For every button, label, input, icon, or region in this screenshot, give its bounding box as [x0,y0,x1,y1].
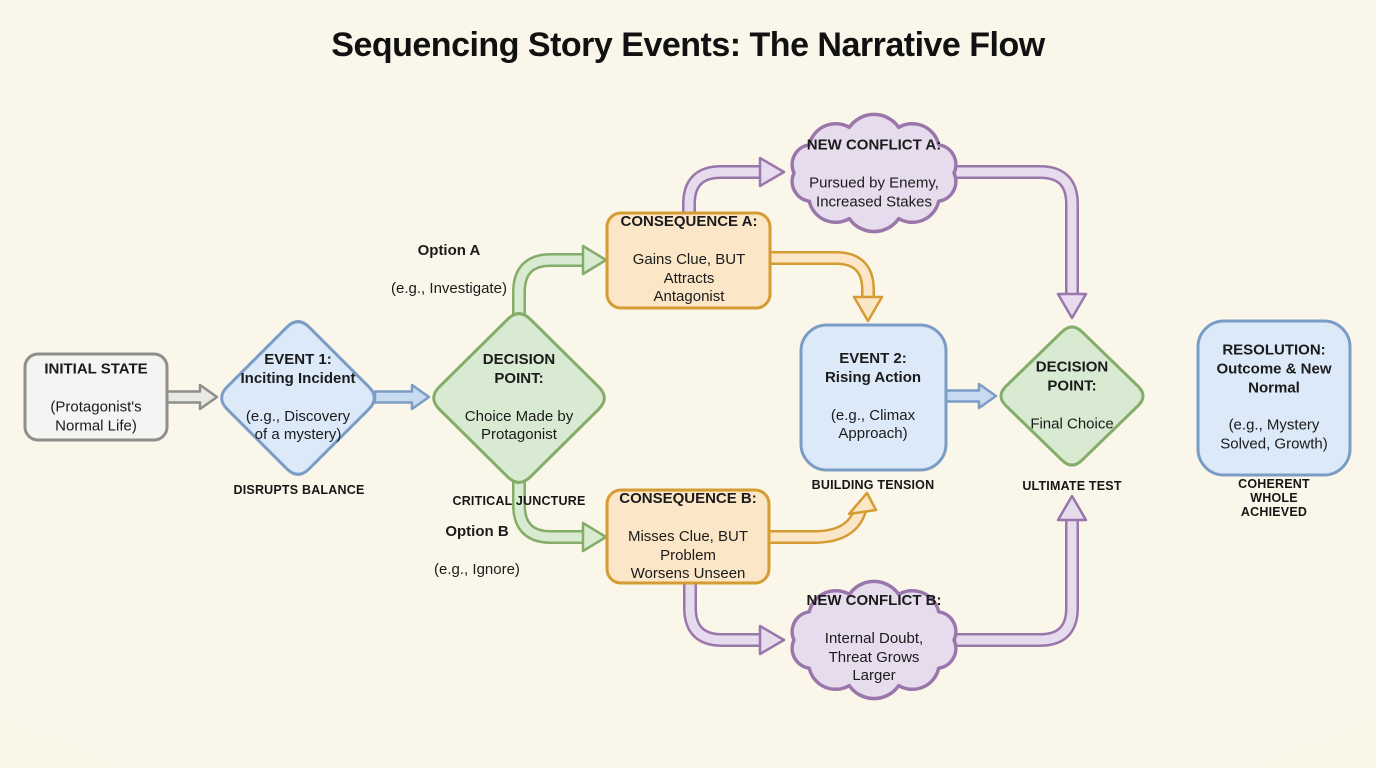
arrow-consA-to-event2-fill [765,253,873,297]
consequence-b-title: CONSEQUENCE B: [619,489,757,507]
decision1-diamond-shape [432,312,606,484]
conflict-b-cloud-shape [790,579,958,701]
arrow-event2-to-decision2-icon [940,382,998,410]
node-event-1: EVENT 1: Inciting Incident (e.g., Discov… [213,332,383,464]
caption-building-tension: BUILDING TENSION [811,478,935,492]
consequence-b-body: Misses Clue, BUT Problem Worsens Unseen [627,527,749,583]
caption-ultimate-test: ULTIMATE TEST [1022,479,1122,493]
option-a-title: Option A [417,241,481,259]
node-decision-2: DECISION POINT: Final Choice [1002,339,1142,452]
resolution-body: (e.g., Mystery Solved, Growth) [1220,416,1328,453]
initial-state-body: (Protagonist's Normal Life) [50,398,142,434]
resolution-shape [1196,319,1352,477]
arrow-conflictA-to-decision2-icon [950,165,1079,294]
caption-critical-juncture: CRITICAL JUNCTURE [452,494,586,508]
label-option-a: Option A (e.g., Investigate) [364,223,534,317]
arrow-consA-to-event2-head [852,295,884,323]
decision2-diamond-shape [999,325,1145,467]
conflict-a-title: NEW CONFLICT A: [806,136,942,154]
arrow-optionA-fill [514,255,583,316]
option-b-body: (e.g., Ignore) [434,560,520,578]
node-initial-state: INITIAL STATE (Protagonist's Normal Life… [21,341,171,454]
node-consequence-b: CONSEQUENCE B: Misses Clue, BUT Problem … [608,471,768,603]
consequence-b-shape [605,488,771,585]
arrow-conflictA-to-decision2-head [1056,292,1088,320]
arrow-consB-to-conflictB-fill [685,578,760,645]
consequence-a-shape [605,211,772,310]
conflict-b-title: NEW CONFLICT B: [806,591,942,609]
caption-disrupts-balance: DISRUPTS BALANCE [233,483,365,497]
node-new-conflict-a: NEW CONFLICT A: Pursued by Enemy, Increa… [789,117,959,230]
conflict-b-body: Internal Doubt, Threat Grows Larger [824,629,924,685]
node-event-2: EVENT 2: Rising Action (e.g., Climax App… [798,331,948,463]
option-b-title: Option B [445,522,509,540]
event2-body: (e.g., Climax Approach) [830,406,916,443]
arrow-optionB-fill [514,482,583,542]
decision1-title: DECISION POINT: [482,350,556,387]
event2-title: EVENT 2: Rising Action [824,349,922,386]
node-resolution: RESOLUTION: Outcome & New Normal (e.g., … [1199,322,1349,473]
arrow-optionA-head [581,244,608,276]
event1-body: (e.g., Discovery of a mystery) [245,407,351,444]
resolution-title: RESOLUTION: Outcome & New Normal [1216,341,1332,397]
consequence-a-body: Gains Clue, BUT Attracts Antagonist [632,250,746,306]
arrow-optionB-head [581,521,608,553]
caption-coherent-whole: COHERENT WHOLE ACHIEVED [1238,477,1310,519]
arrow-consB-to-conflictB-head [758,624,786,656]
label-option-b: Option B (e.g., Ignore) [402,504,552,598]
decision2-title: DECISION POINT: [1035,358,1109,395]
arrow-initial-to-event1-icon [164,383,219,411]
arrow-conflictB-to-decision2-head [1056,494,1088,522]
consequence-a-title: CONSEQUENCE A: [620,212,758,230]
conflict-a-body: Pursued by Enemy, Increased Stakes [809,174,939,210]
arrow-consB-to-event2-head [847,491,878,516]
arrow-consA-to-conflictA-head [758,156,786,188]
arrow-event1-to-decision1-icon [373,383,431,411]
arrow-conflictA-to-decision2-fill [950,167,1077,294]
initial-state-shape [23,352,169,442]
page-title: Sequencing Story Events: The Narrative F… [331,26,1045,64]
decision1-body: Choice Made by Protagonist [464,407,574,444]
event2-shape [799,323,948,472]
arrow-conflictB-to-decision2-fill [950,520,1077,645]
event1-diamond-shape [220,320,376,476]
initial-state-title: INITIAL STATE [44,360,148,378]
event1-title: EVENT 1: Inciting Incident [240,350,356,387]
node-new-conflict-b: NEW CONFLICT B: Internal Doubt, Threat G… [794,573,954,705]
node-decision-1: DECISION POINT: Choice Made by Protagoni… [439,332,599,464]
decision2-body: Final Choice [1030,414,1114,432]
node-consequence-a: CONSEQUENCE A: Gains Clue, BUT Attracts … [609,194,769,326]
option-a-body: (e.g., Investigate) [391,279,507,297]
arrow-consA-to-conflictA-fill [684,167,760,220]
conflict-a-cloud-shape [790,112,958,234]
arrow-conflictB-to-decision2-icon [950,520,1079,647]
